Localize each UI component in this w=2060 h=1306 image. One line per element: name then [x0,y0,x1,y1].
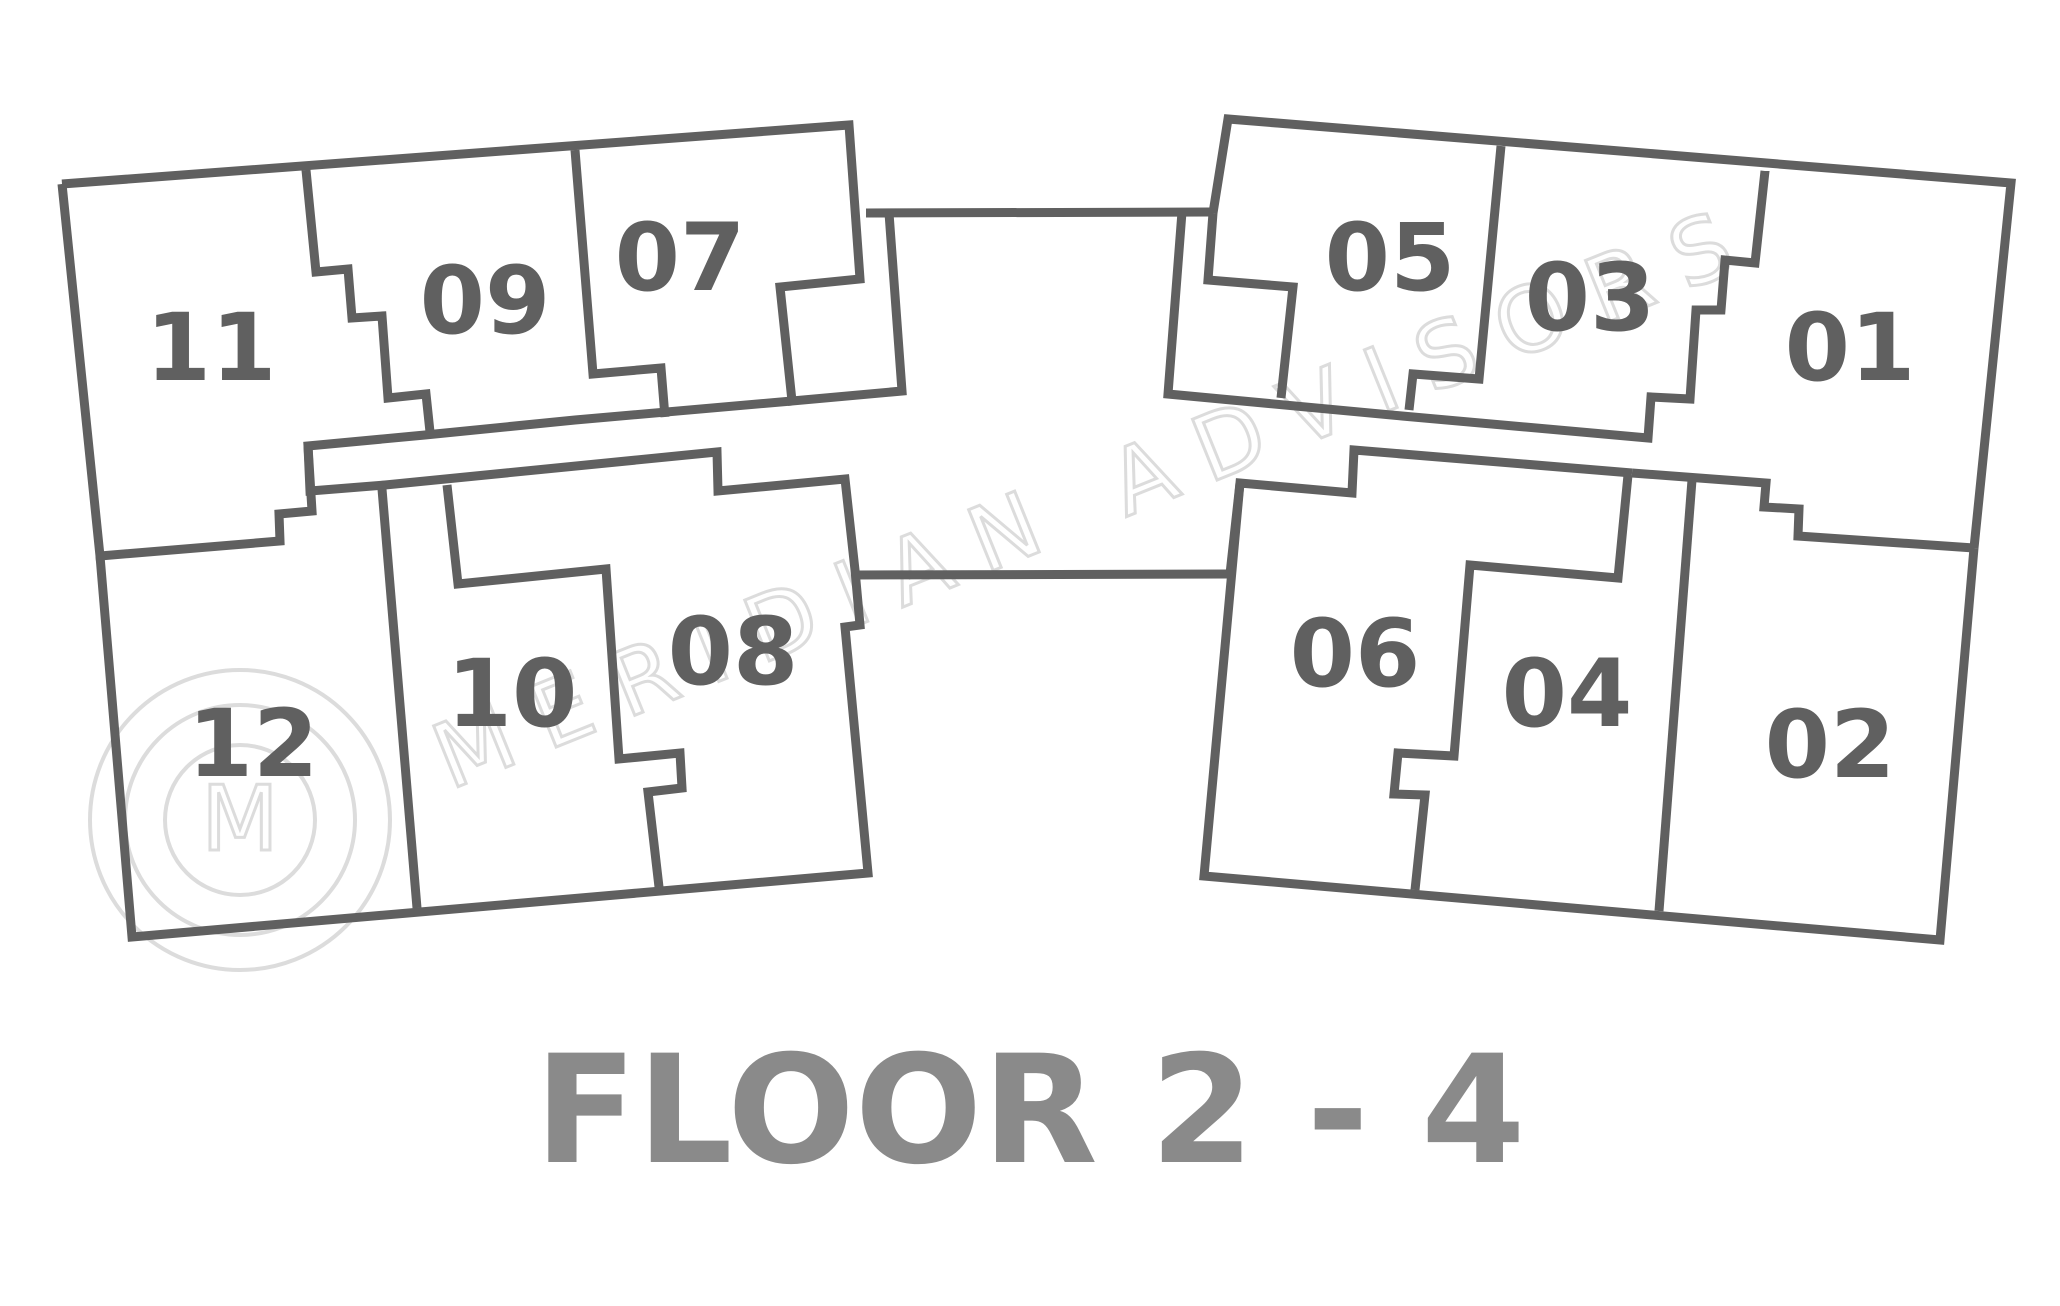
unit-06-label: 06 [1290,600,1421,709]
wall-unit11-09 [301,169,435,433]
unit-08-label: 08 [668,598,799,707]
wall-unit04-02 [1654,479,1697,912]
wall-corridor-top-left [865,207,1212,218]
block-left-upper-outline [61,120,907,406]
unit-03-label: 03 [1525,244,1656,353]
wall-unit09-07 [570,149,670,418]
walls [57,114,2016,945]
wall-corridor-bottom-left [854,569,1231,580]
unit-07-label: 07 [615,204,746,313]
unit-02-label: 02 [1765,691,1896,800]
wall-unit05-03 [1203,212,1298,399]
unit-05-label: 05 [1325,204,1456,313]
unit-12-label: 12 [188,690,319,799]
wall-unit03-05-mid [1404,145,1506,411]
wall-right-left-edge [1225,482,1245,575]
watermark-logo-letter: M [201,767,279,872]
unit-labels: 11 09 07 05 03 01 12 10 08 06 04 02 [146,204,1916,800]
watermark-logo [88,668,392,972]
floor-title: FLOOR 2 - 4 [535,1024,1526,1198]
wall-left-upper-bottom [57,183,793,561]
wall-left-lower-outer [95,445,873,942]
unit-11-label: 11 [146,294,277,403]
wall-right-upper-bottom [1163,170,1770,443]
wall-unit10-08 [442,484,687,888]
unit-09-label: 09 [420,247,551,356]
wall-unit12-10 [377,488,422,909]
unit-01-label: 01 [1785,294,1916,403]
unit-04-label: 04 [1502,640,1633,749]
block-right-upper-outline [1208,114,2016,549]
wall-unit06-04 [1389,474,1633,891]
unit-10-label: 10 [447,640,578,749]
wall-unit01-02 [1631,468,1975,553]
